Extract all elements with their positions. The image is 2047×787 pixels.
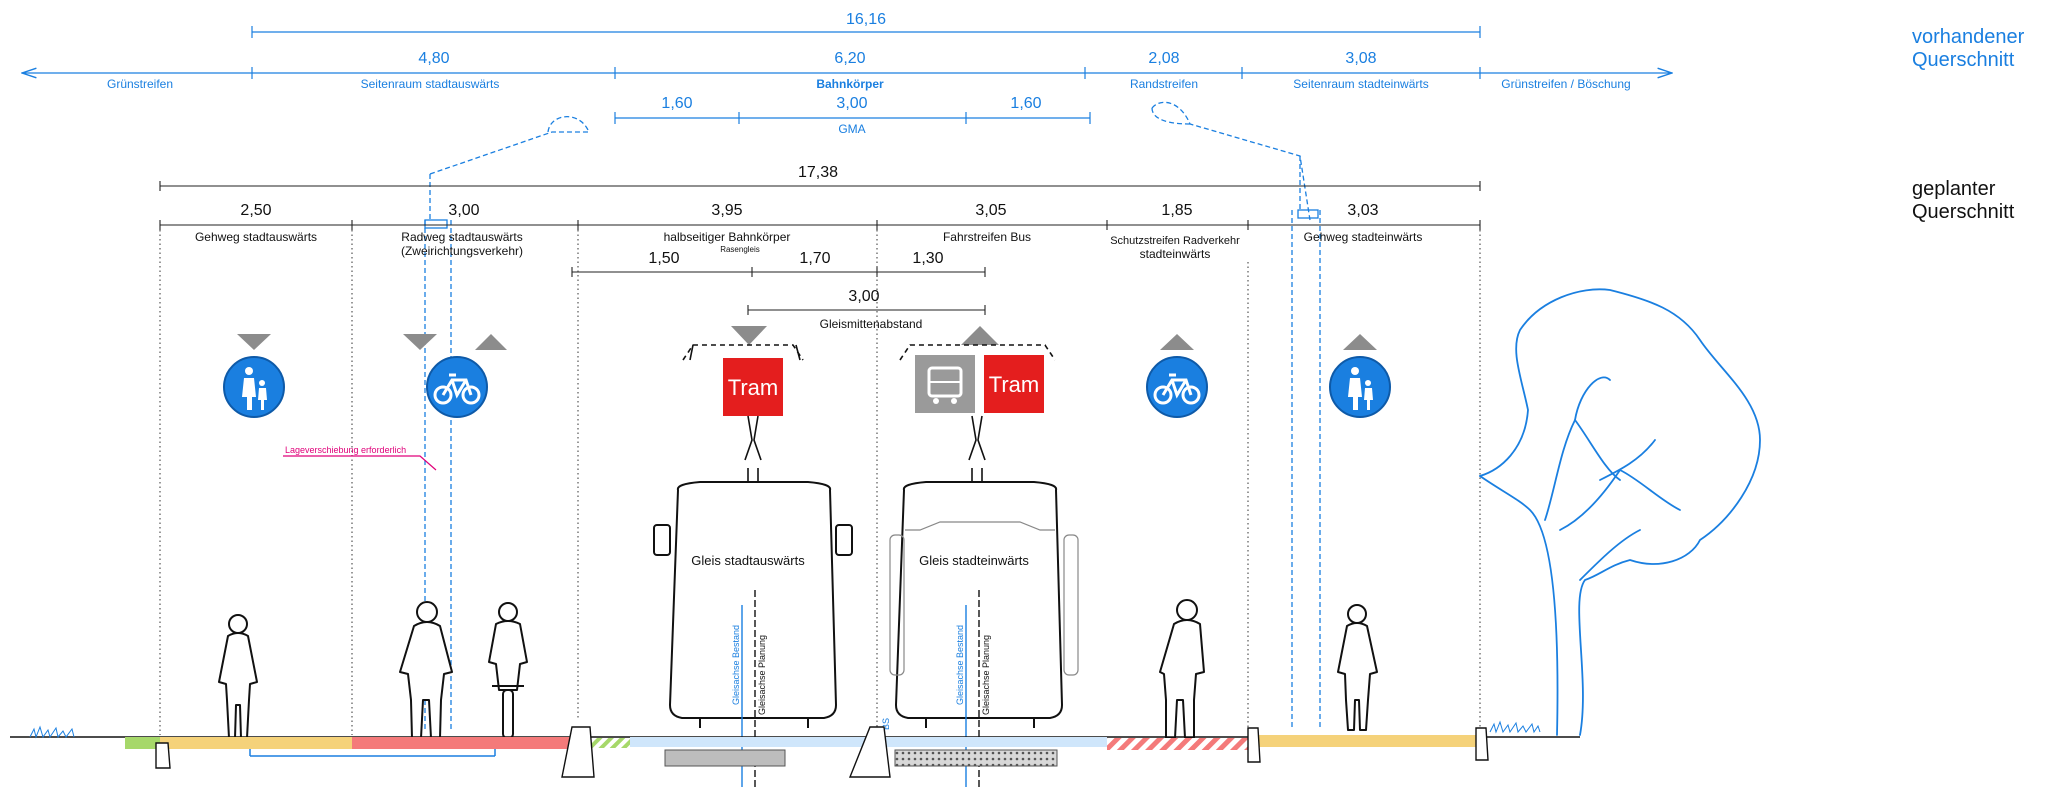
track-1-label: Gleis stadtauswärts <box>691 553 805 568</box>
axis-existing-1: Gleisachse Bestand <box>731 625 741 705</box>
existing-seg-2-width: 6,20 <box>834 50 865 67</box>
planned-title-line-1: geplanter <box>1912 178 1996 200</box>
track-2-label: Gleis stadteinwärts <box>919 553 1029 568</box>
gma-part-3: 1,60 <box>1010 95 1041 112</box>
person-figure-icon <box>1159 599 1205 739</box>
tram-sign-text-2: Tram <box>989 372 1040 397</box>
cyclist-figure-icon <box>488 602 528 739</box>
tram-sign-icon: Tram <box>984 355 1044 413</box>
planned-seg-3-label: halbseitiger Bahnkörper <box>664 230 791 244</box>
person-figure-icon <box>399 601 453 739</box>
person-figure-icon <box>218 614 258 739</box>
planned-section-title: geplanter Querschnitt <box>1912 178 2014 224</box>
planned-seg-5-label-2: stadteinwärts <box>1140 247 1211 261</box>
existing-seg-4-label: Seitenraum stadteinwärts <box>1293 77 1428 91</box>
tram-vehicle-icon <box>653 481 853 728</box>
ground-surface <box>10 735 1580 767</box>
existing-leaders <box>424 101 1321 730</box>
tram-sign-icon: Tram <box>723 358 783 416</box>
track-labels: Gleis stadtauswärts Gleis stadteinwärts <box>691 553 1029 568</box>
axis-planned-1: Gleisachse Planung <box>757 635 767 715</box>
existing-seg-3-width: 2,08 <box>1148 50 1179 67</box>
planned-title-line-2: Querschnitt <box>1912 201 2015 223</box>
shift-note: Lageverschiebung erforderlich <box>283 445 437 471</box>
planned-sub-3: 1,30 <box>912 250 943 267</box>
planned-seg-3-width: 3,95 <box>711 202 742 219</box>
gma-part-1: 1,60 <box>661 95 692 112</box>
gma-label: GMA <box>838 122 865 136</box>
existing-section-title: vorhandener Querschnitt <box>1912 26 2024 72</box>
planned-seg-6-label: Gehweg stadteinwärts <box>1304 230 1423 244</box>
direction-arrow-icon <box>237 326 1377 350</box>
pedestrian-sign-icon <box>223 356 285 418</box>
bicycle-sign-icon <box>1146 356 1208 418</box>
person-figure-icon <box>1337 604 1378 731</box>
existing-seg-1-label: Seitenraum stadtauswärts <box>361 77 500 91</box>
existing-title-line-1: vorhandener <box>1912 26 2025 48</box>
pantographs <box>682 344 1056 485</box>
planned-seg-6-width: 3,03 <box>1347 202 1378 219</box>
tree-icon <box>1479 288 1761 736</box>
planned-sub-2: 1,70 <box>799 250 830 267</box>
existing-outer-right-label: Grünstreifen / Böschung <box>1501 77 1630 91</box>
gma-part-2: 3,00 <box>836 95 867 112</box>
planned-seg-1-width: 2,50 <box>240 202 271 219</box>
existing-dimension-texts: 16,16 4,80 6,20 2,08 3,08 Grünstreifen S… <box>107 11 1631 136</box>
rasengleis-label: Rasengleis <box>720 245 760 254</box>
planned-dimensions <box>159 181 1481 315</box>
bicycle-sign-icon <box>426 356 488 418</box>
tram-sign-text: Tram <box>728 375 779 400</box>
planned-sub-1: 1,50 <box>648 250 679 267</box>
existing-seg-2-label: Bahnkörper <box>816 77 884 91</box>
existing-seg-3-label: Randstreifen <box>1130 77 1198 91</box>
planned-seg-4-width: 3,05 <box>975 202 1006 219</box>
existing-seg-1-width: 4,80 <box>418 50 449 67</box>
curbs <box>155 726 1489 778</box>
planned-dimension-texts: 17,38 2,50 3,00 3,95 3,05 1,85 3,03 Gehw… <box>195 164 1422 331</box>
section-boundaries <box>159 230 1481 740</box>
axis-existing-2: Gleisachse Bestand <box>955 625 965 705</box>
bs-mark: BS <box>881 718 891 730</box>
planned-total-width: 17,38 <box>798 164 838 181</box>
existing-title-line-2: Querschnitt <box>1912 49 2015 71</box>
planned-seg-2-label: Radweg stadtauswärts <box>401 230 522 244</box>
planned-seg-2-width: 3,00 <box>448 202 479 219</box>
shift-note-text: Lageverschiebung erforderlich <box>285 445 406 455</box>
planned-seg-1-label: Gehweg stadtauswärts <box>195 230 317 244</box>
axis-labels: Gleisachse Bestand Gleisachse Planung Gl… <box>731 625 991 730</box>
gleismitte-width: 3,00 <box>848 288 879 305</box>
existing-seg-4-width: 3,08 <box>1345 50 1376 67</box>
planned-seg-2-label-2: (Zweirichtungsverkehr) <box>401 244 523 258</box>
existing-outer-left-label: Grünstreifen <box>107 77 173 91</box>
bus-sign-icon <box>915 355 975 413</box>
existing-dimensions <box>22 26 1672 124</box>
axis-planned-2: Gleisachse Planung <box>981 635 991 715</box>
grass <box>29 720 1541 739</box>
planned-seg-5-label: Schutzstreifen Radverkehr <box>1110 235 1240 247</box>
planned-seg-5-width: 1,85 <box>1161 202 1192 219</box>
planned-seg-4-label: Fahrstreifen Bus <box>943 230 1031 244</box>
existing-total-width: 16,16 <box>846 11 886 28</box>
pedestrian-sign-icon <box>1329 356 1391 418</box>
gleismitte-label: Gleismittenabstand <box>820 317 923 331</box>
